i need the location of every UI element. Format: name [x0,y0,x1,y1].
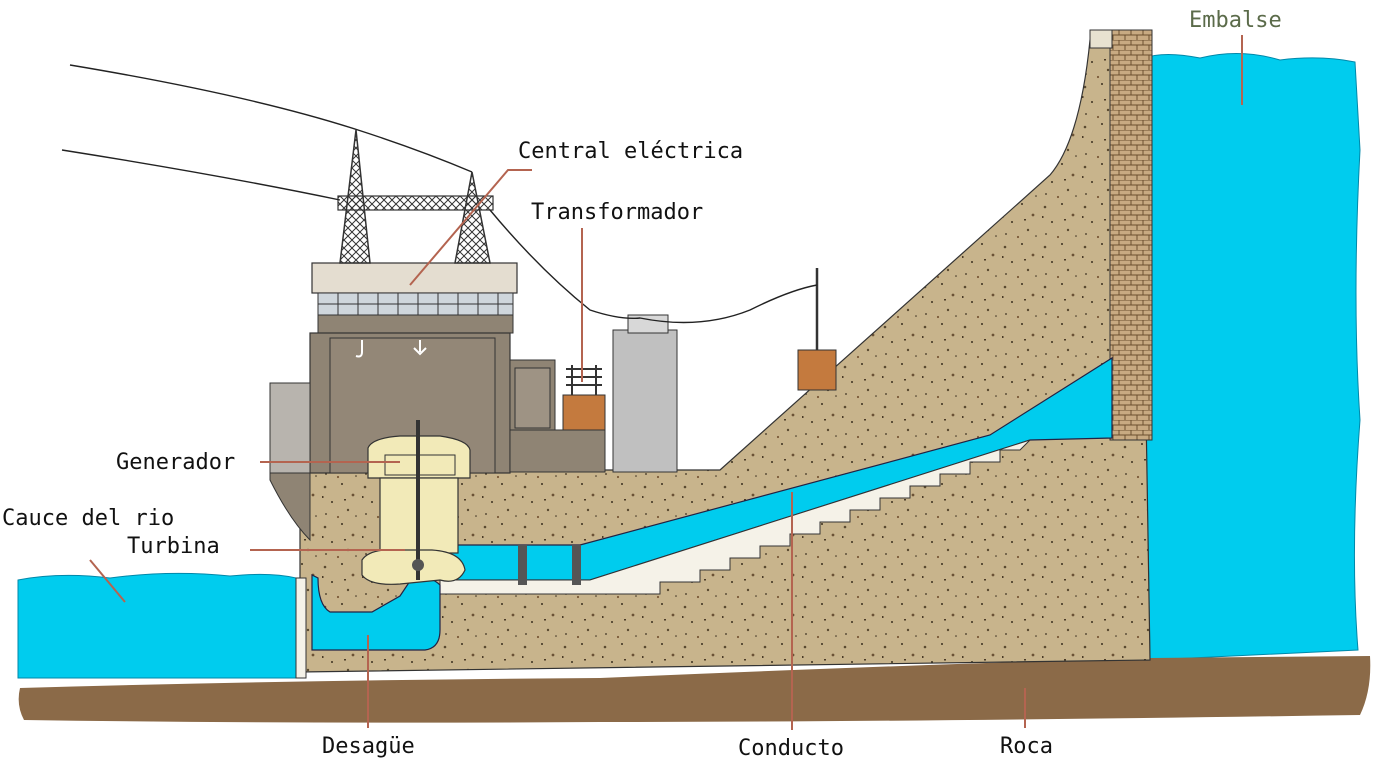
label-cauce-del-rio: Cauce del rio [2,506,175,531]
label-turbina: Turbina [127,534,220,559]
dam-crest [1089,29,1113,49]
label-central-electrica: Central eléctrica [518,139,744,164]
power-line-upper [69,64,473,173]
crane-hook-icon [355,340,363,358]
label-desague: Desagüe [322,734,415,759]
tower-crossarm [337,195,494,211]
turbine-hub [412,559,424,571]
transformer-insulator [566,365,602,395]
valve-left [518,545,527,585]
label-embalse: Embalse [1189,8,1282,33]
label-conducto: Conducto [738,736,844,761]
side-building-left [269,382,311,474]
river-water [17,572,297,679]
powerhouse-roof [311,262,518,294]
valve-right [572,545,581,585]
substation-cap [627,314,669,334]
rock-bed [18,656,1371,723]
label-generador: Generador [116,450,236,475]
substation-unit [612,329,678,473]
leader-central [409,169,532,286]
pole-box [797,349,837,391]
power-line-to-transformer [489,209,818,324]
penstock-steps [439,439,1031,595]
powerhouse-window-grid [318,293,513,315]
transformer-base [562,394,606,431]
powerhouse-upper-wall [317,314,514,334]
label-transformador: Transformador [531,200,704,225]
tailrace-wall [295,577,307,679]
tower-right [454,171,491,264]
leader-cauce [89,559,126,603]
annex-lower [509,429,606,473]
annex-window [514,367,551,429]
dam-brick-face [1109,29,1153,441]
reservoir-water [1139,53,1361,661]
side-slope-left [269,472,311,542]
power-line-lower [61,149,341,201]
label-roca: Roca [1000,734,1053,759]
crane-hook-icon-2 [413,340,427,356]
